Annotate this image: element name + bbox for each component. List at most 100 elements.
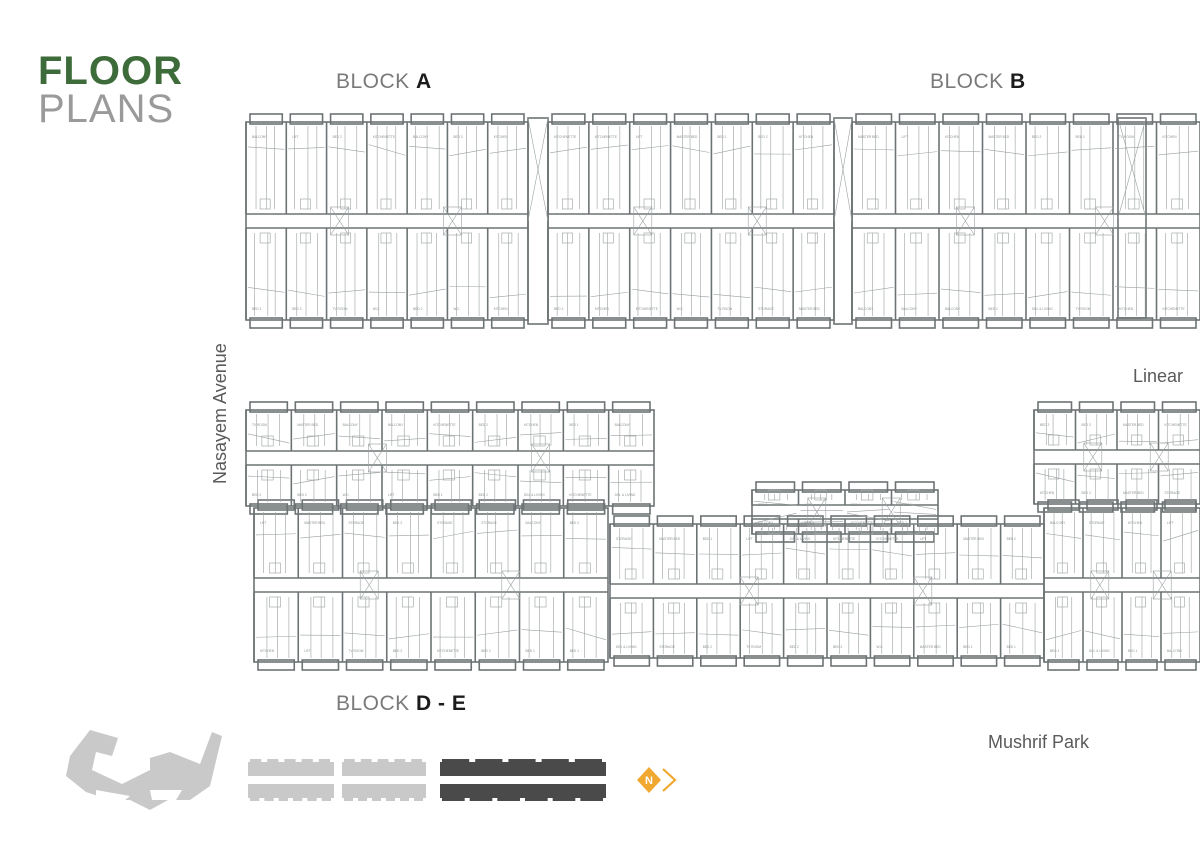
- room-label: BED 3: [453, 135, 462, 139]
- room-label: KITCHENETTE: [833, 537, 855, 541]
- room-label: KITCHEN: [1040, 491, 1055, 495]
- room-label: MASTER BED: [659, 537, 680, 541]
- room-label: KITCHENETTE: [433, 423, 455, 427]
- room-label: BED 2: [413, 307, 422, 311]
- room-label: STORAGE: [437, 521, 453, 525]
- room-label: STORAGE: [616, 537, 632, 541]
- room-label: STORAGE: [659, 645, 675, 649]
- room-label: BED 3: [252, 307, 261, 311]
- room-label: STORAGE: [1089, 521, 1105, 525]
- room-label: BED 3: [1082, 423, 1091, 427]
- room-label: LIFT: [292, 135, 299, 139]
- room-label: BED 1: [570, 649, 579, 653]
- block-de-label: BLOCK D - E: [336, 692, 467, 715]
- room-label: KITCHENETTE: [373, 135, 395, 139]
- room-label: BED 2: [479, 423, 488, 427]
- room-label: BED 2: [758, 135, 767, 139]
- room-label: MASTER BED: [858, 135, 879, 139]
- room-label: KITCHENETTE: [554, 135, 576, 139]
- room-label: BED 2: [1082, 491, 1091, 495]
- room-label: BED 1: [703, 537, 712, 541]
- room-label: BED 2: [570, 521, 579, 525]
- room-label: BED 2: [297, 493, 306, 497]
- room-label: W.C.: [373, 307, 380, 311]
- room-label: TV ROOM: [898, 503, 913, 507]
- room-label: KITCHEN: [494, 135, 509, 139]
- room-label: LIFT: [260, 521, 267, 525]
- room-label: BALCONY: [252, 135, 268, 139]
- room-label: DIN. & LIVING: [790, 537, 811, 541]
- room-label: DIN. & LIVING: [1032, 307, 1053, 311]
- room-label: BED 2: [481, 649, 490, 653]
- room-label: KITCHEN: [595, 307, 610, 311]
- room-label: W.C.: [677, 307, 684, 311]
- room-label: LIFT: [388, 493, 395, 497]
- room-label: BALCONY: [858, 307, 874, 311]
- room-label: KITCHENETTE: [851, 521, 873, 525]
- room-label: BED 1: [1076, 135, 1085, 139]
- room-label: DIN. & LIVING: [615, 493, 636, 497]
- room-label: LIFT: [746, 537, 753, 541]
- key-plan-site: [66, 730, 222, 810]
- room-label: BED 2: [333, 135, 342, 139]
- room-label: BED 3: [393, 649, 402, 653]
- room-label: TV ROOM: [1119, 135, 1134, 139]
- street-linear: Linear: [1133, 366, 1184, 386]
- room-label: MASTER BED: [297, 423, 318, 427]
- room-label: BED 2: [833, 645, 842, 649]
- room-label: KITCHEN: [524, 423, 539, 427]
- room-label: LIFT: [636, 135, 643, 139]
- room-label: KITCHEN: [799, 135, 814, 139]
- room-label: KITCHEN: [1163, 135, 1178, 139]
- key-plan-block-1: [248, 759, 334, 801]
- room-label: KITCHEN: [1119, 307, 1134, 311]
- room-label: DIN. & LIVING: [524, 493, 545, 497]
- room-label: KITCHEN: [1128, 521, 1143, 525]
- room-label: STORAGE: [1165, 491, 1181, 495]
- room-label: LIFT: [920, 537, 927, 541]
- block-b-label: BLOCK B: [930, 70, 1026, 93]
- room-label: BED 2: [252, 493, 261, 497]
- room-label: KITCHEN: [494, 307, 509, 311]
- room-label: KITCHEN: [945, 135, 960, 139]
- room-label: BED 3: [393, 521, 402, 525]
- room-label: BED 2: [1040, 423, 1049, 427]
- room-label: BED 2: [1007, 537, 1016, 541]
- street-mushrif-park: Mushrif Park: [988, 732, 1090, 752]
- room-label: KITCHENETTE: [1165, 423, 1187, 427]
- room-label: MASTER BED: [799, 307, 820, 311]
- room-label: BED 1: [433, 493, 442, 497]
- key-plan: [66, 730, 606, 810]
- room-label: TV ROOM: [717, 307, 732, 311]
- page-title: FLOOR PLANS: [38, 51, 183, 129]
- room-label: BED 2: [898, 521, 907, 525]
- room-label: LIFT: [1167, 521, 1174, 525]
- room-label: BED 2: [479, 493, 488, 497]
- room-label: DIN. & LIVING: [616, 645, 637, 649]
- room-label: MASTER BED: [1123, 491, 1144, 495]
- room-label: TV ROOM: [252, 423, 267, 427]
- room-label: MASTER BED: [304, 521, 325, 525]
- room-label: BED 1: [989, 307, 998, 311]
- room-label: W.C.: [453, 307, 460, 311]
- room-label: BALCONY: [526, 521, 542, 525]
- room-label: KITCHEN: [260, 649, 275, 653]
- room-label: BALCONY: [343, 423, 359, 427]
- room-label: BED 3: [292, 307, 301, 311]
- room-label: BED 1: [1050, 649, 1059, 653]
- room-label: TV ROOM: [333, 307, 348, 311]
- room-label: STORAGE: [758, 307, 774, 311]
- block-a-label: BLOCK A: [336, 70, 432, 93]
- room-label: BALCONY: [1050, 521, 1066, 525]
- room-label: LIFT: [304, 649, 311, 653]
- room-label: BALCONY: [615, 423, 631, 427]
- room-label: BALCONY: [945, 307, 961, 311]
- room-label: BED 1: [717, 135, 726, 139]
- room-label: BALCONY: [758, 521, 774, 525]
- room-label: TV ROOM: [746, 645, 761, 649]
- room-label: BED 1: [1007, 645, 1016, 649]
- interior-walls: [247, 117, 1199, 658]
- room-label: TV ROOM: [349, 649, 364, 653]
- room-label: BED 1: [1128, 649, 1137, 653]
